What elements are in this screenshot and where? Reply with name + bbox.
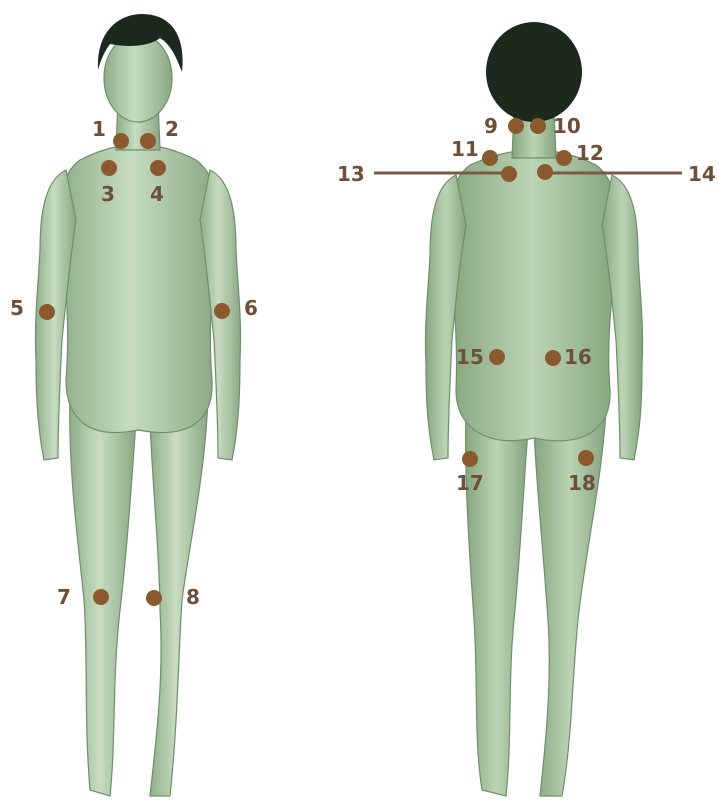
front-figure [35,14,240,796]
tender-point-18 [578,450,594,466]
point-label-13: 13 [337,162,365,186]
tender-point-12 [556,150,572,166]
point-label-7: 7 [57,585,71,609]
tender-point-3 [101,160,117,176]
point-label-8: 8 [186,585,200,609]
point-label-6: 6 [244,296,258,320]
tender-point-16 [545,350,561,366]
tender-point-15 [489,349,505,365]
point-label-17: 17 [456,471,484,495]
point-label-15: 15 [456,345,484,369]
tender-point-17 [462,451,478,467]
tender-point-14 [537,164,553,180]
tender-point-10 [530,118,546,134]
point-label-12: 12 [576,141,604,165]
point-label-9: 9 [484,114,498,138]
tender-point-6 [214,303,230,319]
point-label-5: 5 [10,296,24,320]
point-label-11: 11 [451,137,479,161]
point-label-18: 18 [568,471,596,495]
point-label-16: 16 [564,345,592,369]
point-label-2: 2 [165,117,179,141]
point-label-4: 4 [150,182,164,206]
tender-point-8 [146,590,162,606]
tender-point-13 [501,166,517,182]
tender-point-11 [482,150,498,166]
point-label-1: 1 [92,117,106,141]
tender-point-5 [39,304,55,320]
point-label-3: 3 [101,182,115,206]
point-label-14: 14 [688,162,716,186]
tender-point-4 [150,160,166,176]
point-label-10: 10 [553,114,581,138]
tender-point-9 [508,118,524,134]
tender-point-7 [93,589,109,605]
tender-point-2 [140,133,156,149]
tender-point-1 [113,133,129,149]
